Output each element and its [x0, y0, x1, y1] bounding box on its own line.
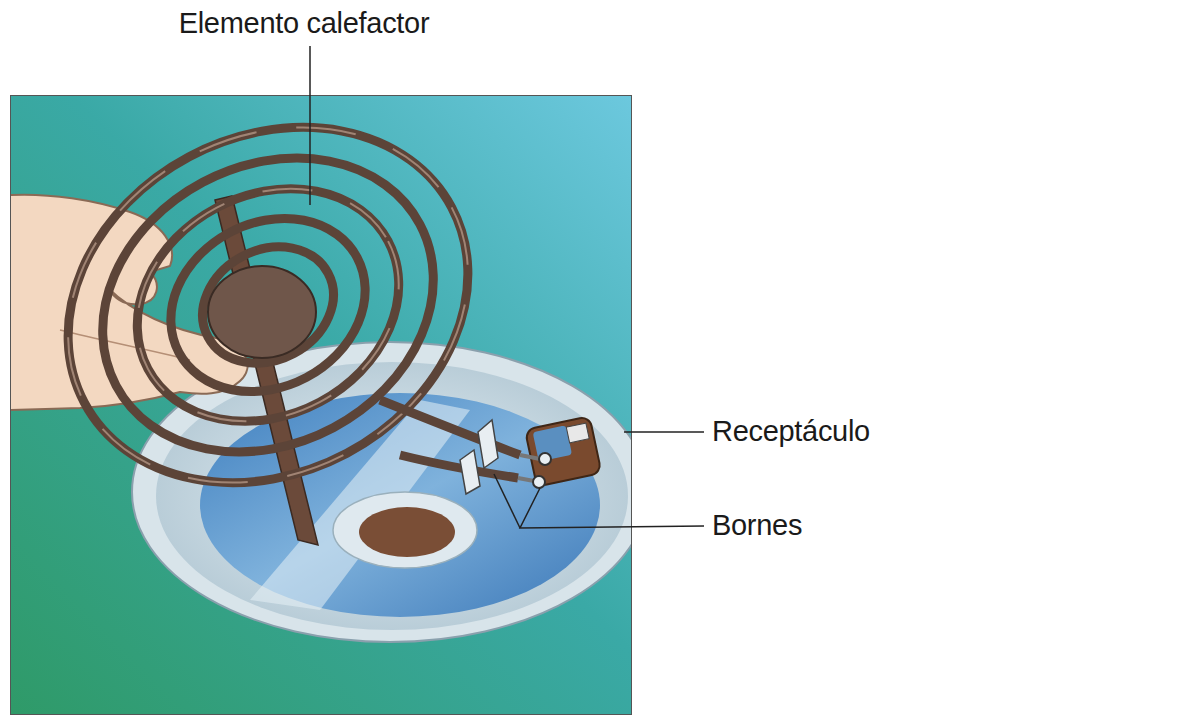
heating-coil — [11, 96, 531, 551]
leader-line — [520, 488, 704, 528]
leader-line — [309, 46, 311, 205]
coil-lead — [400, 455, 518, 478]
pan-hole — [359, 507, 455, 557]
drip-pan-slope — [156, 362, 628, 630]
label-anchor: Elemento calefactor — [177, 8, 432, 40]
terminal — [533, 476, 545, 488]
lead-clip — [478, 420, 498, 468]
coil-highlight — [11, 96, 531, 551]
part-label: Bornes — [710, 509, 804, 541]
pan-hole-ring — [333, 492, 477, 568]
background-panel — [11, 96, 632, 715]
coil-center-disc — [208, 266, 316, 358]
part-label: Elemento calefactor — [177, 7, 432, 39]
label-anchor: Receptáculo — [710, 416, 872, 448]
leader-line — [624, 431, 704, 433]
part-label: Receptáculo — [710, 415, 872, 447]
illustration — [11, 96, 631, 642]
lead-clip — [460, 450, 480, 494]
terminal-pin — [520, 455, 540, 459]
terminal-pin — [518, 478, 534, 481]
leader-line — [494, 474, 520, 528]
terminal — [539, 453, 551, 465]
label-anchor: Bornes — [710, 510, 804, 542]
coil-lead — [380, 400, 520, 455]
